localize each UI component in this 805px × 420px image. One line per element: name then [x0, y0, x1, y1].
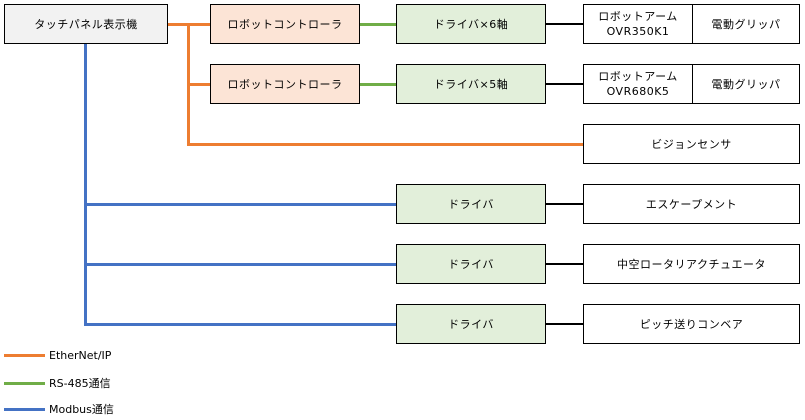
legend-label-modbus: Modbus通信	[49, 403, 114, 416]
modbus-line-to-driver-escapement	[84, 203, 396, 206]
node-escapement: エスケープメント	[583, 184, 800, 224]
rs485-line-controller1-to-driver6	[360, 23, 396, 26]
driver-6axis-label: ドライバ×6軸	[433, 18, 509, 31]
gripper-2-label: 電動グリッパ	[711, 77, 781, 91]
robot-arm-1-name: ロボットアーム	[598, 10, 678, 23]
gripper-1-label: 電動グリッパ	[711, 17, 781, 31]
node-driver-6axis: ドライバ×6軸	[396, 4, 546, 44]
ethernet-line-swatch	[4, 353, 45, 357]
driver-rotary-label: ドライバ	[448, 258, 494, 271]
ethernet-line-to-controller2	[187, 83, 210, 86]
legend-item-rs485: RS-485通信	[4, 376, 111, 390]
driver-5axis-label: ドライバ×5軸	[433, 78, 509, 91]
node-hollow-rotary-actuator: 中空ロータリアクチュエータ	[583, 244, 800, 284]
connector-driver5-to-arm2	[546, 83, 583, 85]
connector-driver6-to-arm1	[546, 23, 583, 25]
node-robot-arm-1-group: ロボットアーム OVR350K1 電動グリッパ	[583, 4, 800, 44]
robot-arm-1-model: OVR350K1	[606, 25, 670, 38]
node-pitch-feed-conveyor: ピッチ送りコンベア	[583, 304, 800, 344]
legend-label-ethernet: EtherNet/IP	[49, 348, 112, 362]
modbus-line-vertical	[84, 44, 87, 326]
driver-conveyor-label: ドライバ	[448, 318, 494, 331]
hollow-rotary-actuator-label: 中空ロータリアクチュエータ	[617, 258, 766, 271]
node-robot-controller-2: ロボットコントローラ	[210, 64, 360, 104]
ethernet-line-to-vision-sensor	[187, 143, 583, 146]
node-robot-controller-1: ロボットコントローラ	[210, 4, 360, 44]
rs485-line-controller2-to-driver5	[360, 83, 396, 86]
node-gripper-1: 電動グリッパ	[693, 5, 799, 43]
node-vision-sensor: ビジョンセンサ	[583, 124, 800, 164]
modbus-line-to-driver-rotary	[84, 263, 396, 266]
connector-driver-to-conveyor	[546, 323, 583, 325]
connector-driver-to-escapement	[546, 203, 583, 205]
legend-label-rs485: RS-485通信	[49, 377, 111, 390]
node-driver-5axis: ドライバ×5軸	[396, 64, 546, 104]
node-robot-arm-2-group: ロボットアーム OVR680K5 電動グリッパ	[583, 64, 800, 104]
node-robot-arm-2: ロボットアーム OVR680K5	[584, 65, 693, 103]
rs485-line-swatch	[4, 381, 45, 385]
node-driver-conveyor: ドライバ	[396, 304, 546, 344]
touch-panel-label: タッチパネル表示機	[34, 18, 138, 31]
modbus-line-swatch	[4, 407, 45, 411]
modbus-line-to-driver-conveyor	[84, 323, 396, 326]
legend-item-ethernet: EtherNet/IP	[4, 348, 111, 362]
escapement-label: エスケープメント	[645, 198, 738, 211]
robot-arm-2-name: ロボットアーム	[598, 70, 678, 83]
robot-controller-2-label: ロボットコントローラ	[227, 78, 343, 91]
node-robot-arm-1: ロボットアーム OVR350K1	[584, 5, 693, 43]
pitch-feed-conveyor-label: ピッチ送りコンベア	[639, 318, 744, 331]
driver-escapement-label: ドライバ	[448, 198, 494, 211]
vision-sensor-label: ビジョンセンサ	[651, 138, 732, 151]
legend-item-modbus: Modbus通信	[4, 402, 114, 416]
node-driver-rotary: ドライバ	[396, 244, 546, 284]
node-gripper-2: 電動グリッパ	[693, 65, 799, 103]
robot-arm-2-model: OVR680K5	[606, 85, 670, 98]
node-touch-panel: タッチパネル表示機	[4, 4, 168, 44]
robot-controller-1-label: ロボットコントローラ	[227, 18, 343, 31]
node-driver-escapement: ドライバ	[396, 184, 546, 224]
connector-driver-to-rotary	[546, 263, 583, 265]
